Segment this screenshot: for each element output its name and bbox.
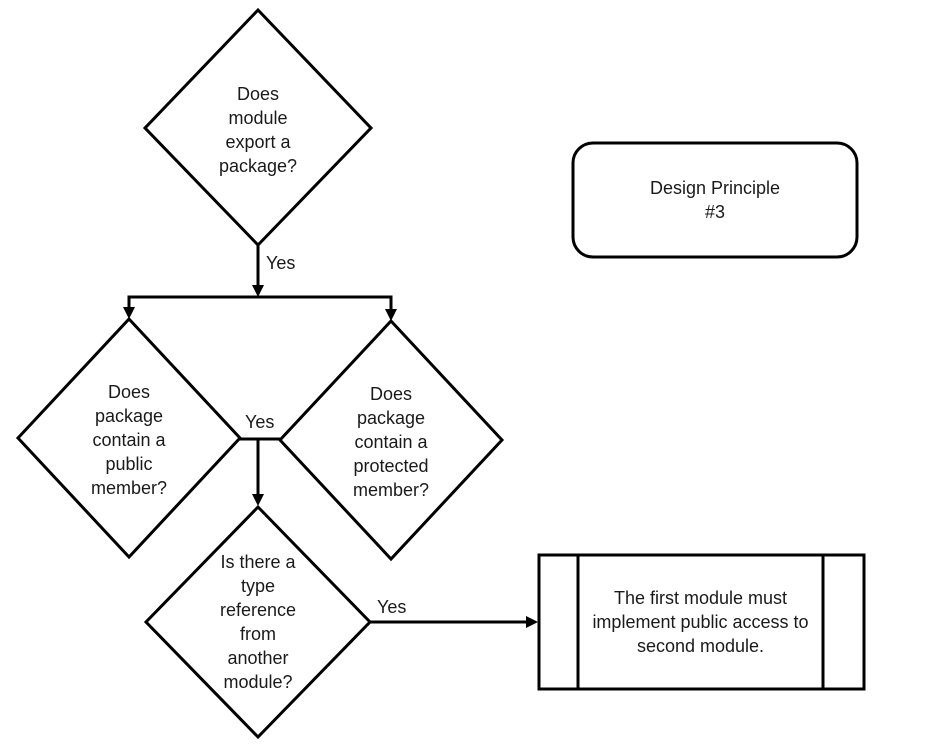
edge-label-yes-export: Yes xyxy=(266,253,296,273)
process-public-access-text: The first module must implement public a… xyxy=(592,588,809,656)
decision-public-text: Does package contain a public member? xyxy=(90,382,168,498)
decision-protected-diamond xyxy=(277,318,505,562)
decision-type-reference-text: Is there a type reference from another m… xyxy=(219,552,297,692)
arrowhead-into-protected-diamond xyxy=(385,309,397,321)
predefined-process-box xyxy=(537,553,866,691)
edge-label-yes-type-reference: Yes xyxy=(377,597,407,617)
arrowhead-into-process-box xyxy=(526,616,538,628)
decision-protected-text: Does package contain a protected member? xyxy=(352,384,430,500)
decision-export-diamond xyxy=(142,7,374,248)
decision-public-diamond xyxy=(15,316,243,560)
arrowhead-into-public-diamond xyxy=(123,307,135,319)
decision-export-text: Does module export a package? xyxy=(218,84,298,176)
design-principle-note-box xyxy=(571,141,859,259)
decision-type-reference-diamond xyxy=(143,504,373,740)
design-principle-text: Design Principle #3 xyxy=(649,178,781,222)
edge-label-yes-member: Yes xyxy=(245,412,275,432)
split-bar-connector xyxy=(127,295,393,312)
arrowhead-into-type-reference-diamond xyxy=(252,494,264,506)
arrowhead-into-split-bar xyxy=(252,285,264,297)
